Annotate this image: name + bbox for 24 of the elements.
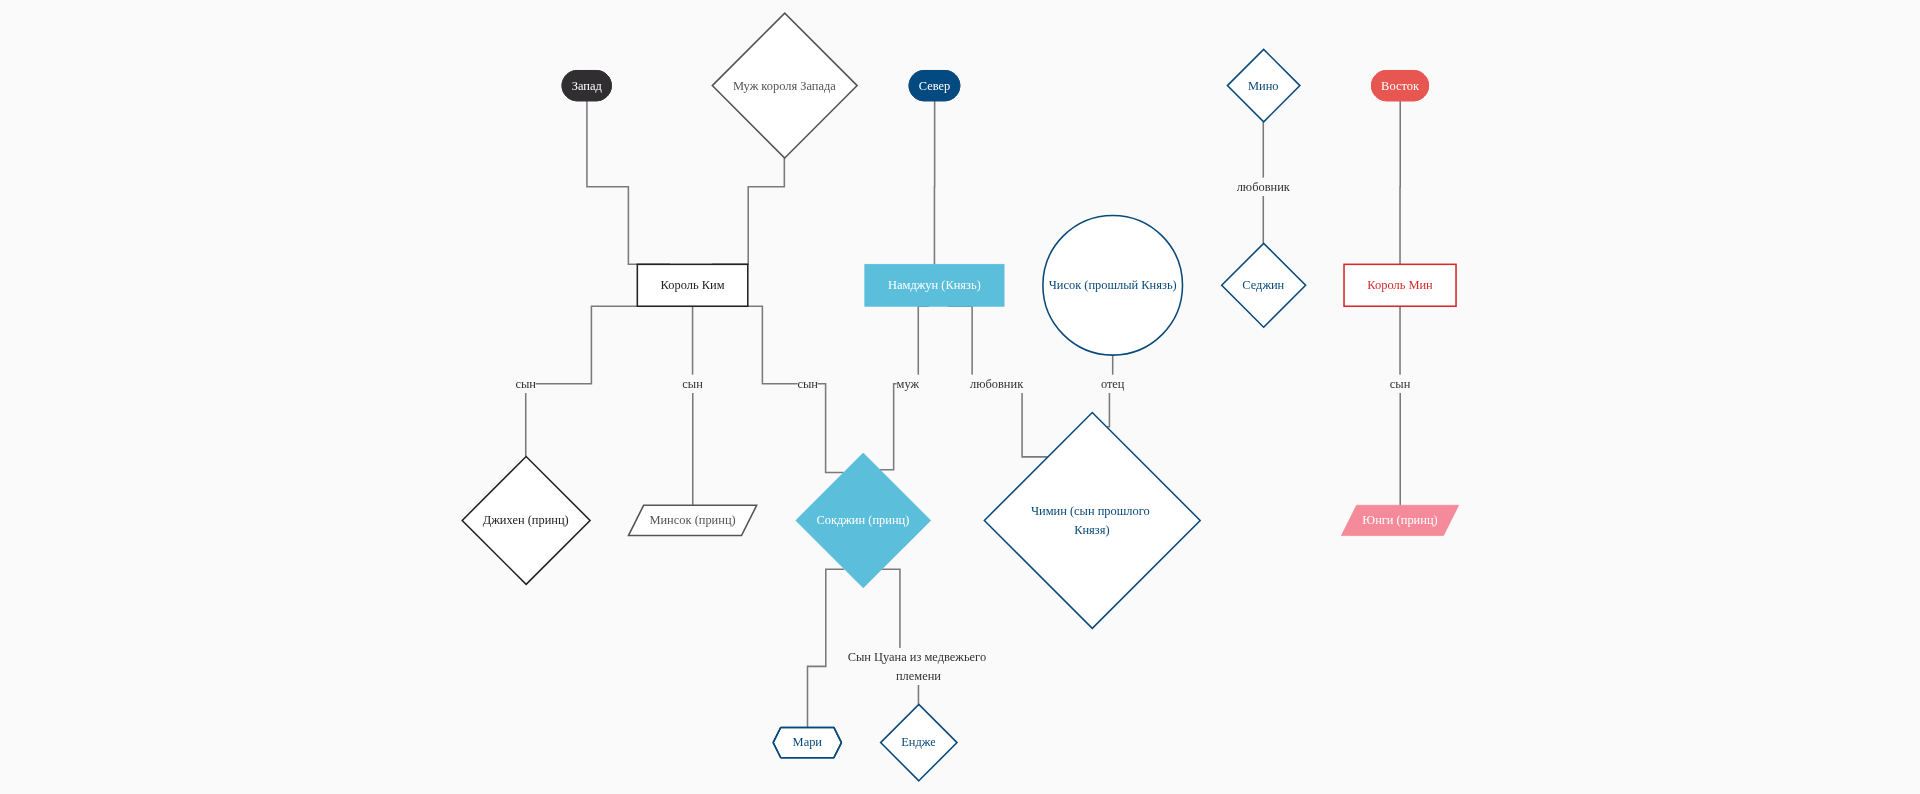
edge-label: любовник — [1236, 179, 1290, 193]
edge-label: сын — [797, 376, 818, 391]
edge-label: сын — [515, 376, 536, 391]
node-diamond: Джихен (принц) — [460, 455, 591, 586]
edge-label: Сын Цуана из медвежьего племени — [847, 650, 986, 682]
connector — [806, 568, 845, 729]
node-diamond: Муж короля Запада — [710, 12, 858, 160]
edge-label: сын — [681, 376, 703, 391]
node-diamond: Седжин — [1220, 242, 1307, 329]
node-diamond: Мино — [1225, 48, 1301, 123]
edge-label: сын — [1389, 376, 1410, 391]
node-box: Король Ким — [636, 263, 749, 308]
node-box: Король Мин — [1342, 263, 1457, 308]
connector — [1398, 305, 1401, 507]
node-box: Намджун (Князь) — [864, 263, 1005, 307]
node-circle: Чисок (прошлый Князь) — [1041, 214, 1183, 356]
node-diamond: Сокджин (принц) — [795, 452, 931, 589]
connector — [1398, 100, 1401, 266]
connector — [933, 100, 936, 266]
node-diamond: Чимин (сын прошлого Князя) — [982, 411, 1201, 630]
edge-label: любовник — [969, 376, 1023, 391]
edge-label: отец — [1100, 376, 1125, 391]
node-diamond: Ендже — [879, 703, 958, 782]
edge-label: муж — [896, 376, 919, 391]
